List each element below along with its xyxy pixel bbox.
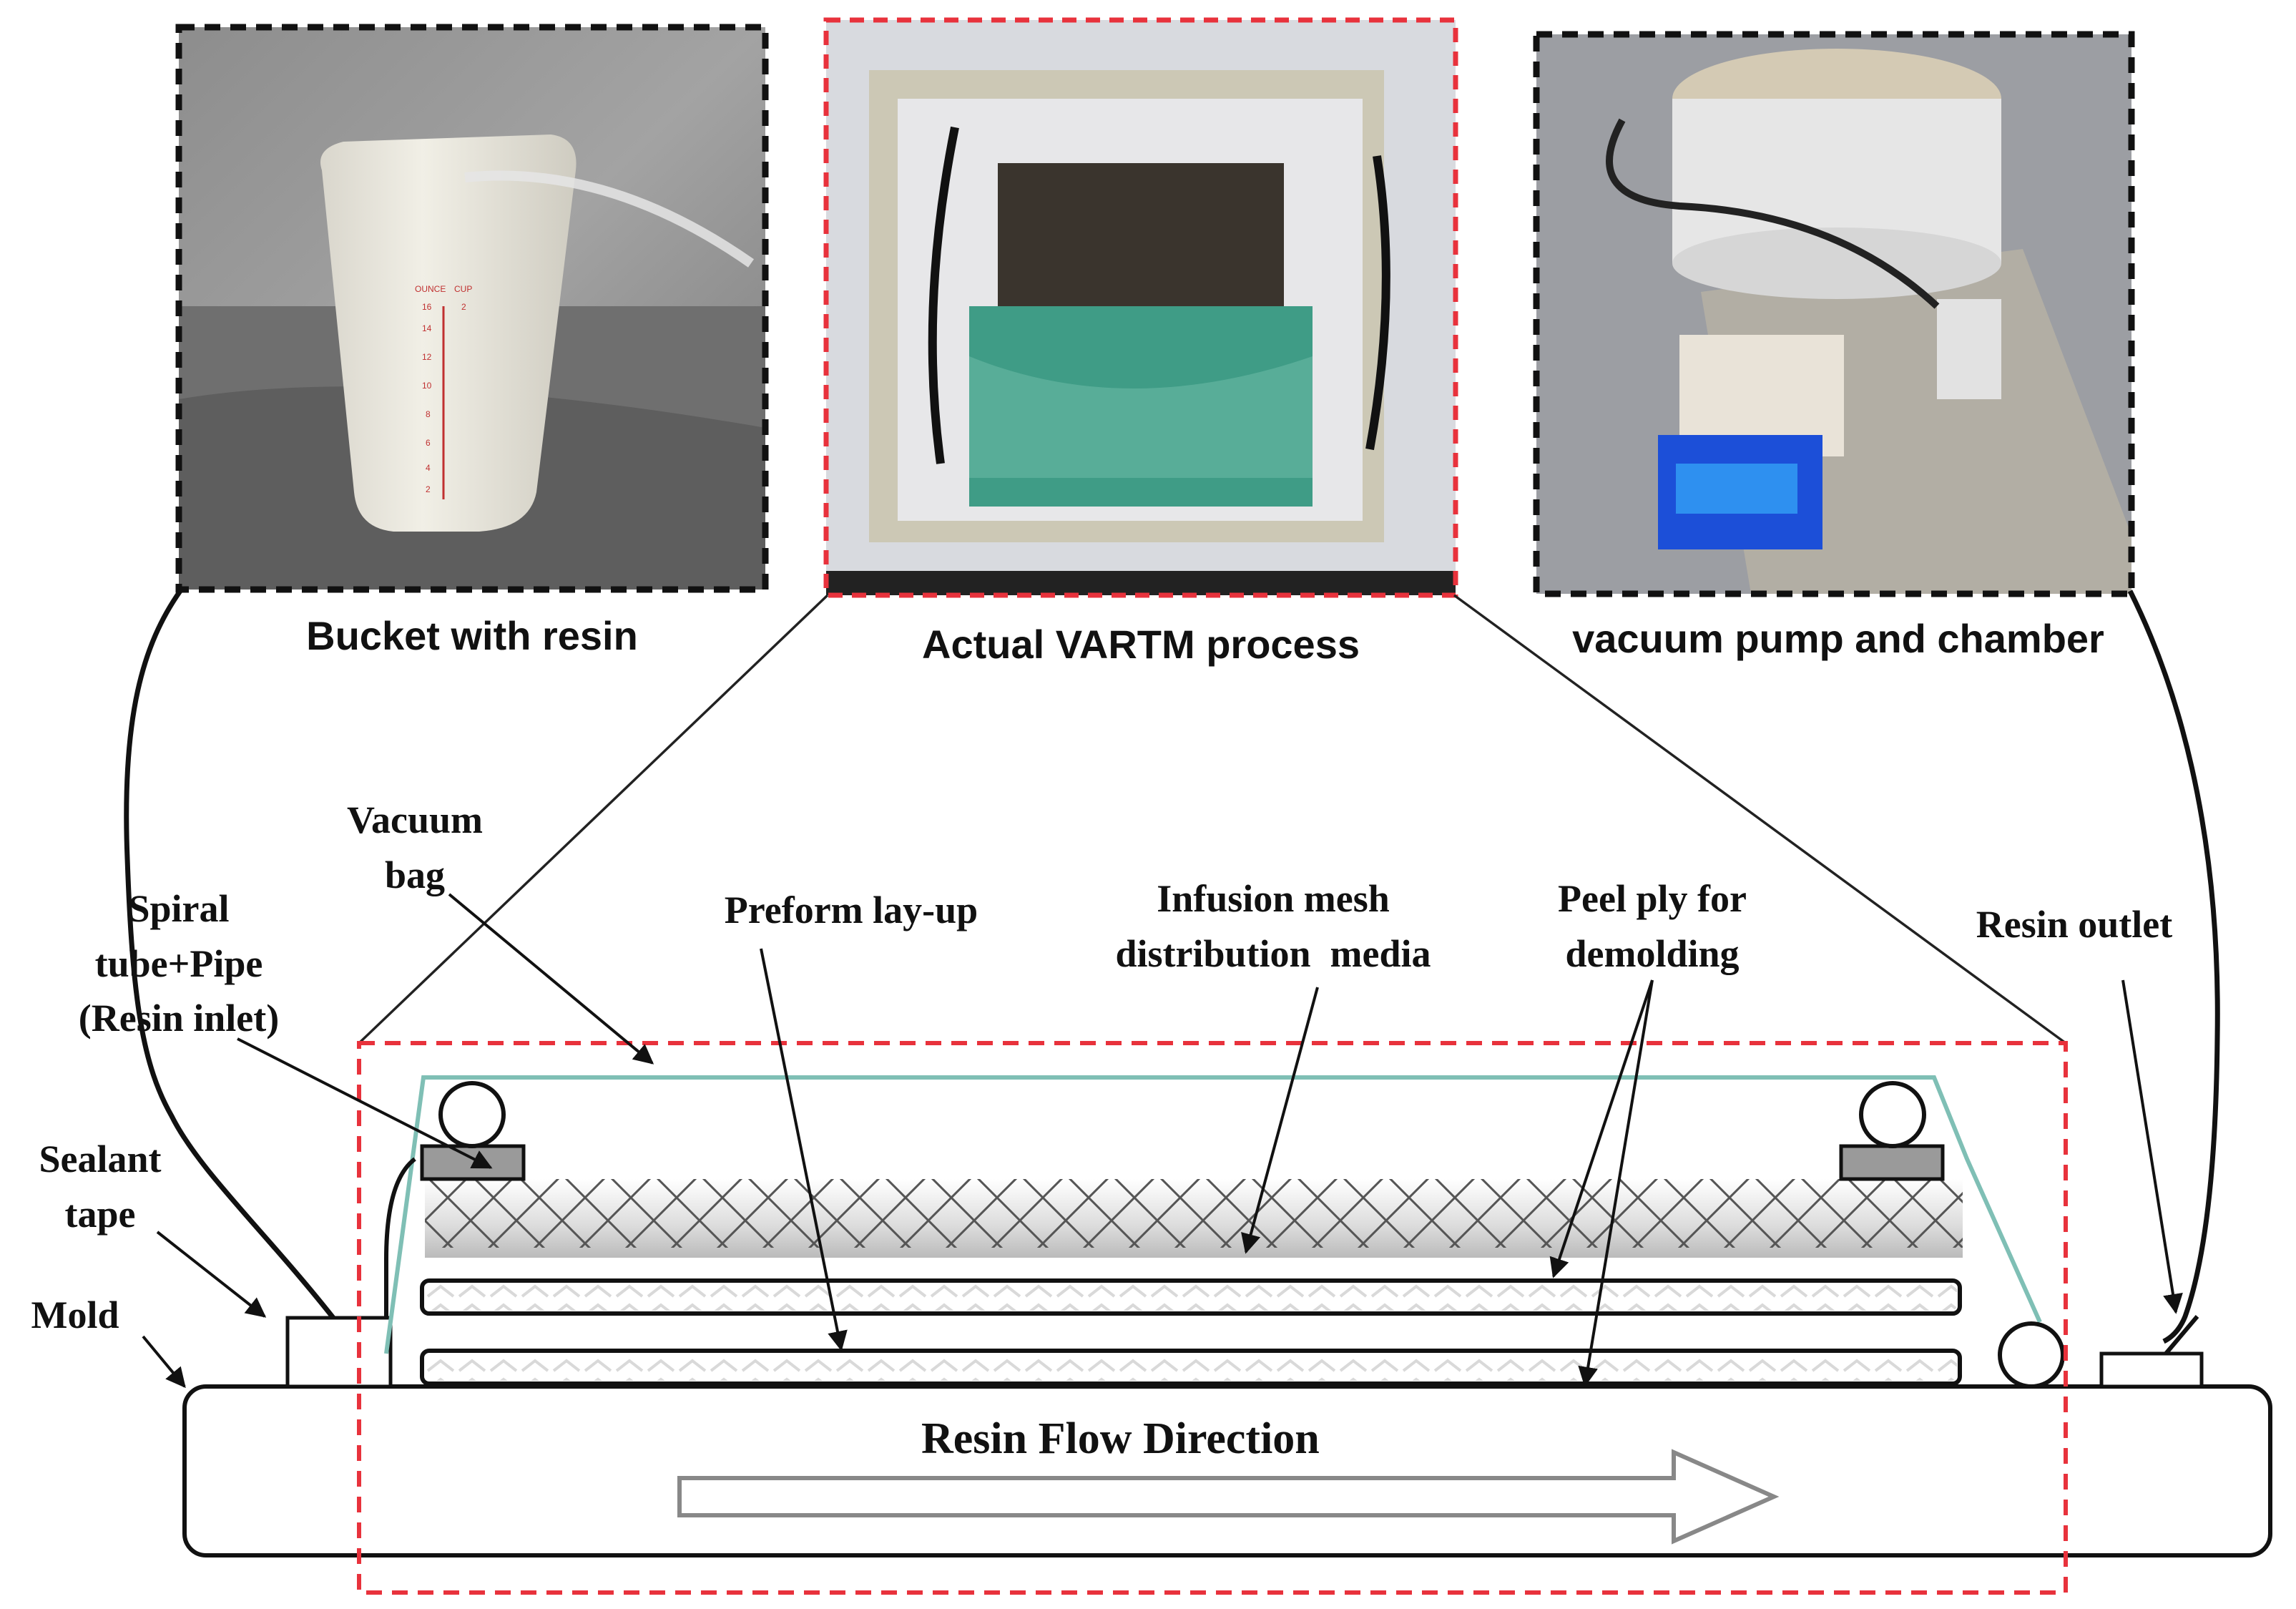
spiral-tube-leader bbox=[237, 1037, 493, 1169]
cup-scale-text: 4 bbox=[426, 463, 431, 473]
resin-outlet-label: Resin outlet bbox=[1976, 903, 2173, 946]
peel-ply-leader-top bbox=[1549, 979, 1654, 1278]
peel-ply-leader-bottom bbox=[1578, 979, 1654, 1387]
bucket-photo: OUNCE CUP 16 2 14 12 10 8 6 4 2 bbox=[179, 27, 765, 590]
vacuum-line bbox=[2127, 590, 2220, 1344]
zoom-line-right bbox=[1453, 594, 2067, 1045]
resin-supply-tube bbox=[124, 589, 345, 1333]
cup-scale-text: 6 bbox=[426, 438, 431, 448]
sealant-tape-leader bbox=[156, 1231, 267, 1318]
mold-leader bbox=[142, 1335, 186, 1389]
cup-scale-text: OUNCE bbox=[415, 284, 446, 294]
vacuum-bag-film bbox=[384, 1075, 2042, 1354]
peel-ply-label: Peel ply for demolding bbox=[1558, 877, 1747, 975]
outlet-block bbox=[1839, 1144, 1945, 1181]
inlet-spiral-tube bbox=[438, 1081, 506, 1148]
cup-scale-text: 8 bbox=[426, 409, 431, 419]
bucket-caption: Bucket with resin bbox=[306, 613, 638, 658]
spiral-tube-label: Spiral tube+Pipe (Resin inlet) bbox=[78, 887, 280, 1040]
peel-ply-texture bbox=[425, 1283, 1957, 1311]
cup-scale-text: CUP bbox=[454, 284, 472, 294]
pump-photo bbox=[1536, 34, 2131, 594]
vartm-photo bbox=[826, 20, 1456, 595]
bucket-photo-frame bbox=[175, 24, 769, 593]
sealant-tape bbox=[285, 1316, 393, 1389]
vartm-detail-frame bbox=[357, 1041, 2068, 1595]
cup-scale-text: 2 bbox=[426, 484, 431, 494]
preform-leader bbox=[760, 948, 848, 1351]
cup-scale-text: 14 bbox=[422, 323, 432, 333]
zoom-line-left bbox=[358, 594, 829, 1045]
cup-scale-text: 10 bbox=[422, 381, 432, 391]
infusion-mesh-leader bbox=[1241, 987, 1319, 1254]
vartm-caption: Actual VARTM process bbox=[922, 622, 1360, 667]
resin-outlet-leader bbox=[2121, 979, 2183, 1314]
resin-flow-label: Resin Flow Direction bbox=[921, 1414, 1320, 1463]
cup-scale-text: 16 bbox=[422, 302, 432, 312]
inlet-block bbox=[420, 1144, 526, 1181]
infusion-mesh-label: Infusion mesh distribution media bbox=[1115, 877, 1431, 975]
mold-label: Mold bbox=[31, 1293, 119, 1336]
outlet-spiral-tube-end bbox=[1998, 1321, 2065, 1389]
sealant-tape-label: Sealant tape bbox=[39, 1138, 162, 1236]
resin-outlet-fitting bbox=[2099, 1351, 2204, 1389]
pump-caption: vacuum pump and chamber bbox=[1572, 616, 2104, 661]
outlet-spiral-tube bbox=[1859, 1081, 1926, 1148]
pump-photo-frame bbox=[1533, 31, 2135, 597]
preform-label: Preform lay-up bbox=[724, 889, 978, 931]
infusion-mesh bbox=[425, 1179, 1963, 1248]
resin-flow-arrow bbox=[677, 1449, 1780, 1545]
outlet-pipe bbox=[2164, 1315, 2199, 1355]
preform-texture bbox=[425, 1354, 1957, 1381]
vartm-photo-frame bbox=[823, 17, 1458, 598]
mold bbox=[182, 1384, 2272, 1557]
inlet-pipe bbox=[384, 1157, 416, 1318]
vacuum-bag-leader bbox=[448, 893, 654, 1065]
vacuum-bag-label: Vacuum bag bbox=[346, 798, 484, 896]
cup-scale-text: 2 bbox=[461, 302, 466, 312]
cup-scale-text: 12 bbox=[422, 352, 432, 362]
